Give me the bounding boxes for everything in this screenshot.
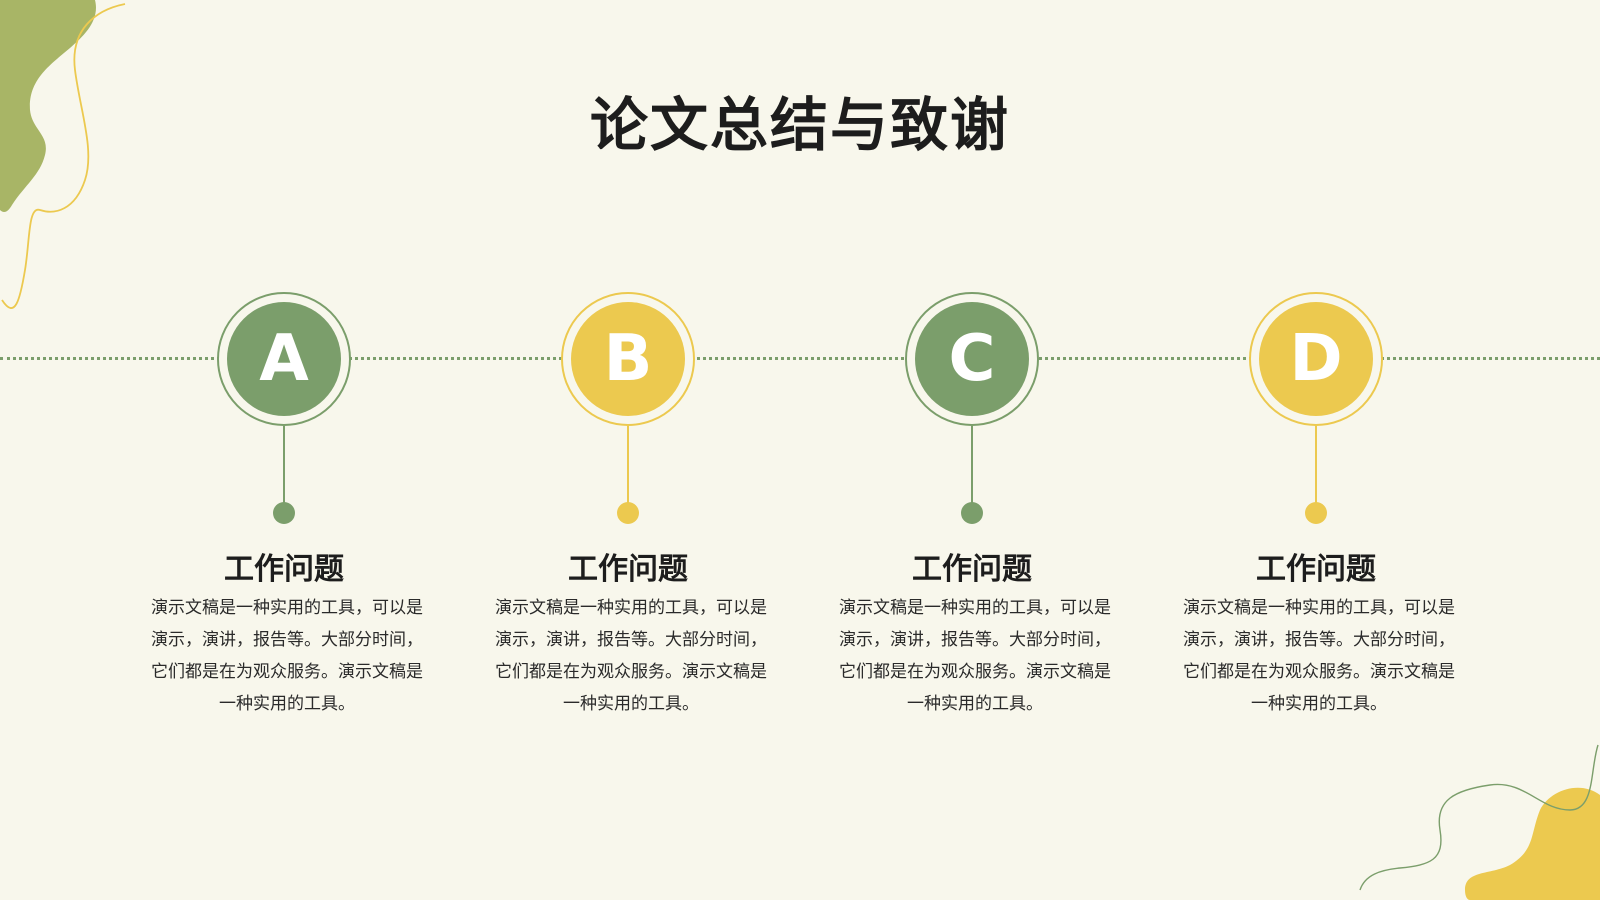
- step-d-connector-line: [1315, 426, 1317, 504]
- step-b-connector-line: [627, 426, 629, 504]
- step-b-dot: [617, 502, 639, 524]
- timeline-step-b: B 工作问题 演示文稿是一种实用的工具，可以是演示，演讲，报告等。大部分时间，它…: [458, 292, 798, 722]
- step-a-dot: [273, 502, 295, 524]
- step-c-dot: [961, 502, 983, 524]
- step-d-title: 工作问题: [1256, 552, 1376, 587]
- step-b-body: 演示文稿是一种实用的工具，可以是演示，演讲，报告等。大部分时间，它们都是在为观众…: [495, 598, 767, 714]
- step-b-ring: B: [561, 292, 695, 426]
- timeline-step-a: A 工作问题 演示文稿是一种实用的工具，可以是演示，演讲，报告等。大部分时间，它…: [114, 292, 454, 722]
- top-left-blob-decoration: [0, 0, 126, 309]
- step-a-connector-line: [283, 426, 285, 504]
- step-d-letter-badge: D: [1259, 302, 1373, 416]
- step-c-ring: C: [905, 292, 1039, 426]
- step-b-title: 工作问题: [568, 552, 688, 587]
- bottom-right-blob-decoration: [1359, 744, 1600, 900]
- step-a-ring: A: [217, 292, 351, 426]
- step-c-letter-badge: C: [915, 302, 1029, 416]
- slide-title: 论文总结与致谢: [589, 91, 1010, 159]
- timeline-step-d: D 工作问题 演示文稿是一种实用的工具，可以是演示，演讲，报告等。大部分时间，它…: [1146, 292, 1486, 722]
- step-c-connector-line: [971, 426, 973, 504]
- step-c-body: 演示文稿是一种实用的工具，可以是演示，演讲，报告等。大部分时间，它们都是在为观众…: [839, 598, 1111, 714]
- step-a-title: 工作问题: [224, 552, 344, 587]
- step-d-dot: [1305, 502, 1327, 524]
- step-a-body: 演示文稿是一种实用的工具，可以是演示，演讲，报告等。大部分时间，它们都是在为观众…: [151, 598, 423, 714]
- dotted-timeline-line: [0, 357, 1600, 360]
- step-a-letter-badge: A: [227, 302, 341, 416]
- step-d-body: 演示文稿是一种实用的工具，可以是演示，演讲，报告等。大部分时间，它们都是在为观众…: [1183, 598, 1455, 714]
- step-d-ring: D: [1249, 292, 1383, 426]
- step-c-title: 工作问题: [912, 552, 1032, 587]
- step-b-letter-badge: B: [571, 302, 685, 416]
- timeline-step-c: C 工作问题 演示文稿是一种实用的工具，可以是演示，演讲，报告等。大部分时间，它…: [802, 292, 1142, 722]
